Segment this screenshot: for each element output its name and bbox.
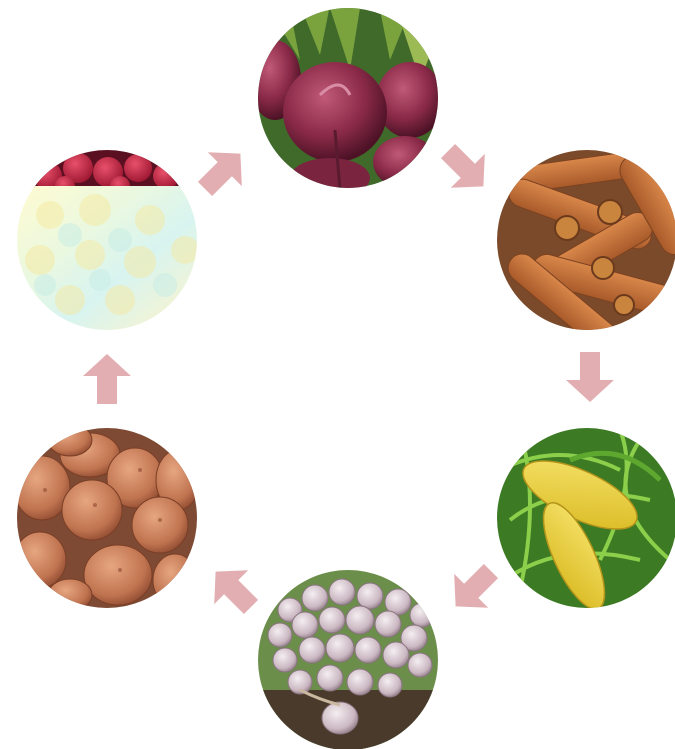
arrow-garlic-to-potatoes bbox=[199, 555, 268, 624]
node-squash bbox=[495, 426, 675, 617]
node-carrots bbox=[495, 148, 675, 360]
arrow-potatoes-to-berries bbox=[83, 354, 131, 404]
arrow-berries-to-beets bbox=[188, 137, 257, 206]
arrow-squash-to-garlic bbox=[439, 554, 508, 623]
arrow-carrots-to-squash bbox=[566, 352, 614, 402]
node-berries bbox=[15, 148, 199, 332]
node-garlic bbox=[256, 568, 440, 749]
arrow-beets-to-carrots bbox=[431, 134, 500, 203]
node-beets bbox=[249, 5, 444, 198]
node-potatoes bbox=[14, 424, 200, 611]
